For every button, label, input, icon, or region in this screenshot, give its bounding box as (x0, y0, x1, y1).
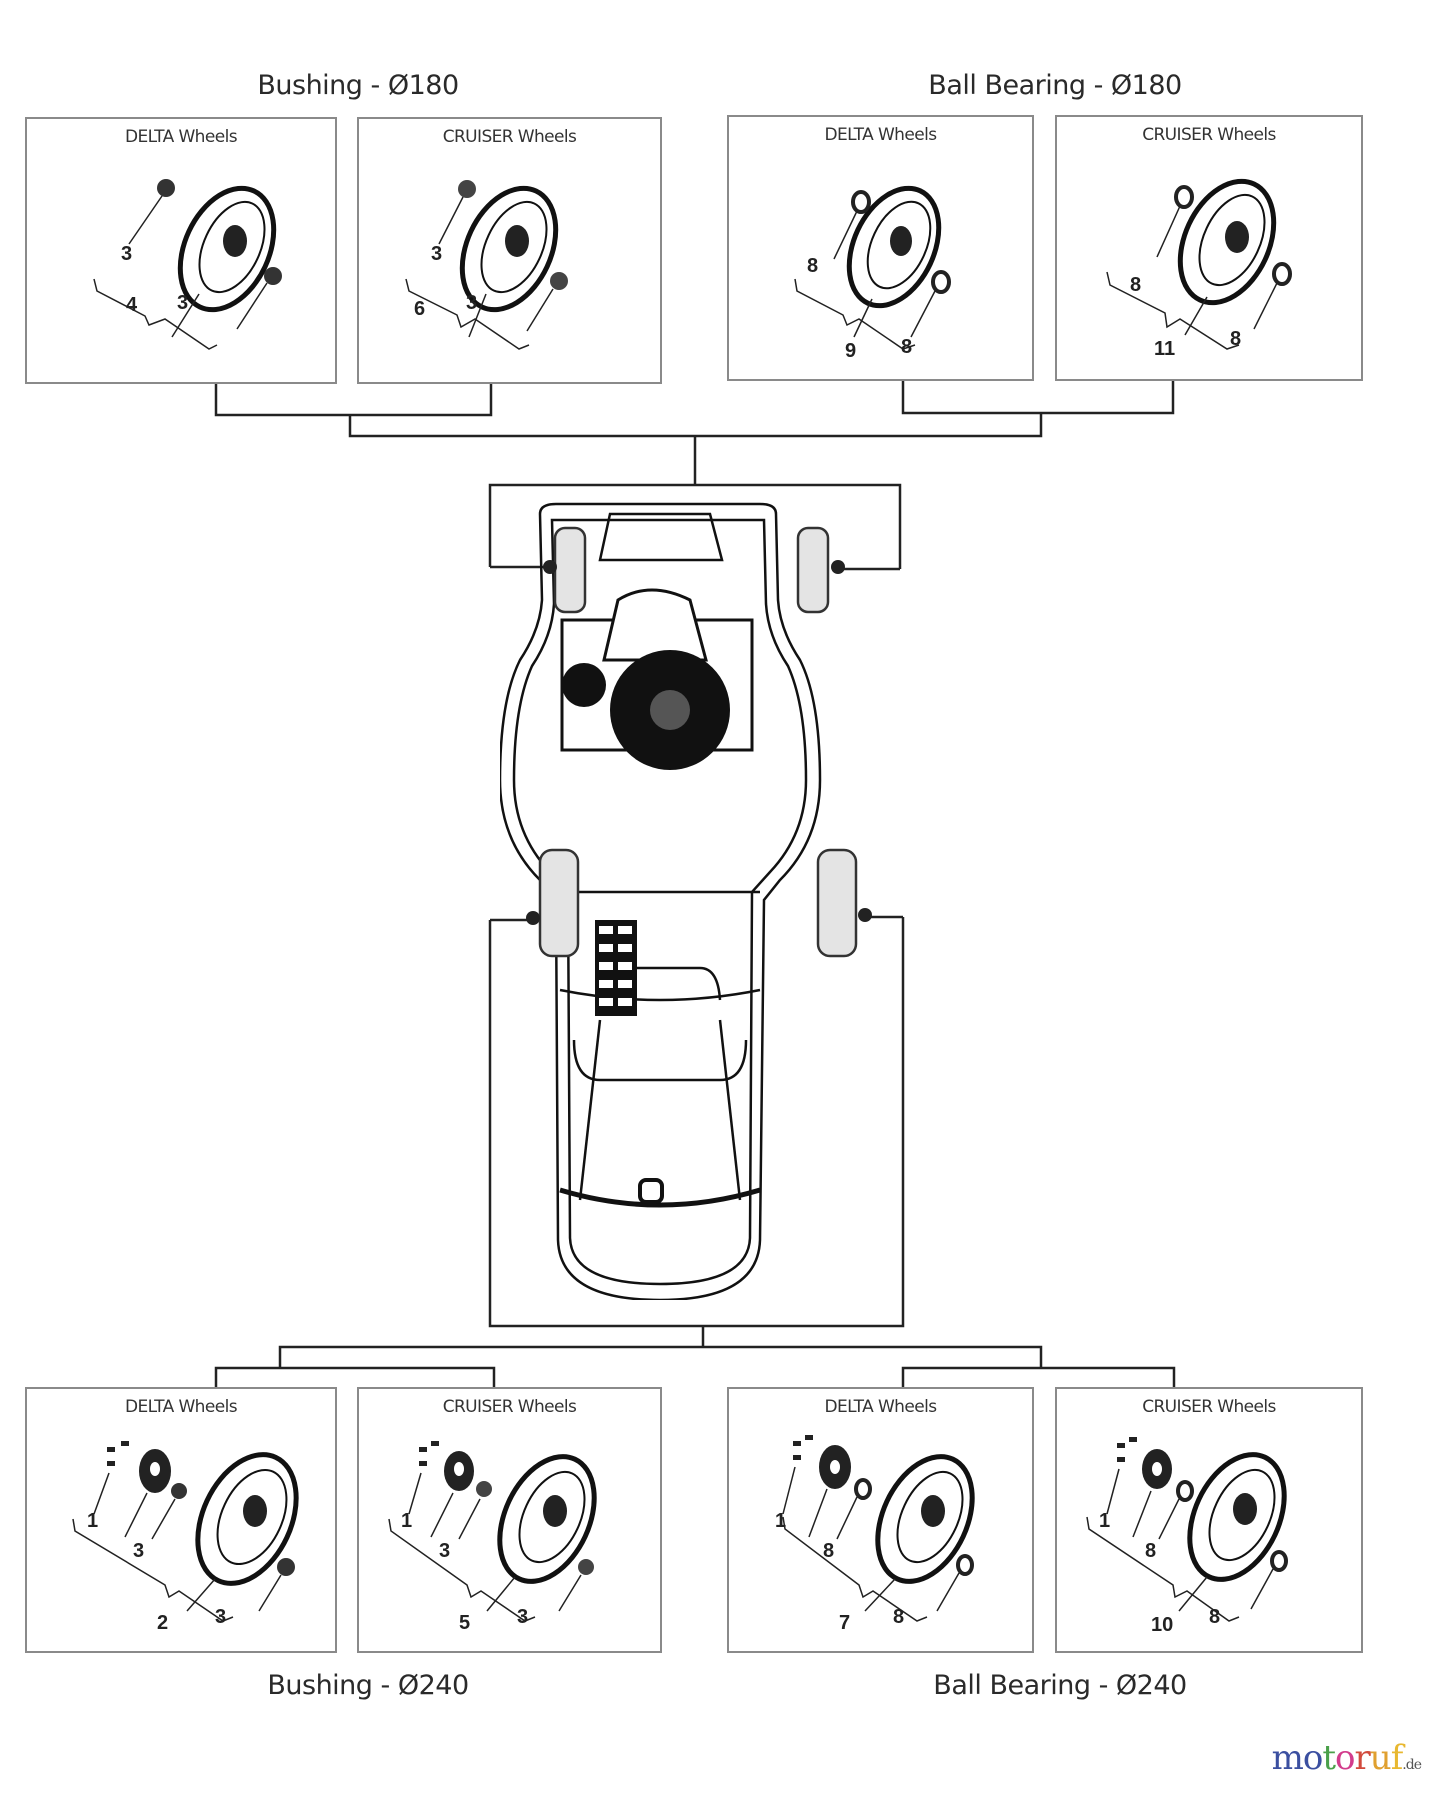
rear-left-hub-dot (526, 911, 540, 925)
callout-label: 7 (839, 1612, 850, 1634)
front-left-hub-dot (543, 560, 557, 574)
panel-bushing-180-cruiser: CRUISER Wheels 3 6 3 (357, 117, 662, 384)
logo-letter: o (1335, 1738, 1356, 1778)
panel-ball-bearing-180-cruiser: CRUISER Wheels 8 11 8 (1055, 115, 1363, 381)
panel-title: DELTA Wheels (125, 1397, 238, 1417)
callout-label: 6 (414, 298, 425, 320)
callout-label: 11 (1154, 338, 1175, 360)
logo-letter: r (1354, 1738, 1371, 1778)
logo-letter: o (1302, 1738, 1324, 1778)
mower-top-view (500, 502, 822, 1300)
wheel-exploded-view: 1 3 2 3 (72, 1441, 299, 1634)
callout-label: 9 (845, 340, 856, 362)
callout-label: 8 (893, 1606, 904, 1628)
panel-bushing-240-cruiser: CRUISER Wheels 1 3 5 3 (357, 1387, 662, 1653)
callout-label: 1 (1099, 1510, 1110, 1532)
panel-title: CRUISER Wheels (1142, 1397, 1276, 1417)
callout-label: 1 (87, 1510, 98, 1532)
callout-label: 1 (401, 1510, 412, 1532)
panel-bushing-180-delta: DELTA Wheels 3 4 3 (25, 117, 337, 384)
callout-label: 1 (775, 1510, 786, 1532)
callout-label: 8 (1230, 328, 1241, 350)
wheel-exploded-view: 3 6 3 (405, 180, 568, 350)
panel-title: DELTA Wheels (824, 125, 938, 145)
panel-title: CRUISER Wheels (442, 1397, 577, 1417)
logo-letter: f (1390, 1738, 1404, 1778)
rear-left-wheel (538, 848, 580, 958)
callout-label: 8 (1209, 1606, 1220, 1628)
callout-label: 8 (823, 1540, 834, 1562)
logo-tld: .de (1402, 1757, 1422, 1773)
front-right-wheel (796, 526, 830, 614)
group-title-ball-bearing-180: Ball Bearing - Ø180 (928, 70, 1182, 101)
panel-title: DELTA Wheels (125, 127, 238, 147)
wheel-exploded-view: 1 3 5 3 (388, 1441, 597, 1634)
group-title-ball-bearing-240: Ball Bearing - Ø240 (933, 1670, 1187, 1701)
panel-ball-bearing-240-cruiser: CRUISER Wheels 1 8 10 8 (1055, 1387, 1363, 1653)
wheel-exploded-view: 1 8 10 8 (1086, 1437, 1288, 1636)
panel-title: CRUISER Wheels (442, 127, 577, 147)
callout-label: 2 (157, 1612, 168, 1634)
callout-label: 3 (133, 1540, 144, 1562)
wheel-exploded-view: 3 4 3 (93, 179, 282, 350)
panel-ball-bearing-240-delta: DELTA Wheels 1 8 7 8 (727, 1387, 1034, 1653)
callout-label: 3 (215, 1606, 226, 1628)
front-left-wheel (553, 526, 587, 614)
callout-label: 5 (459, 1612, 470, 1634)
panel-bushing-240-delta: DELTA Wheels 1 3 2 3 (25, 1387, 337, 1653)
logo-letter: m (1271, 1738, 1304, 1778)
callout-label: 3 (121, 243, 132, 265)
rear-right-wheel (816, 848, 858, 958)
group-title-bushing-240: Bushing - Ø240 (267, 1670, 469, 1701)
wheel-exploded-view: 1 8 7 8 (775, 1435, 975, 1634)
callout-label: 3 (177, 292, 188, 314)
callout-label: 4 (126, 294, 138, 316)
callout-label: 10 (1151, 1614, 1173, 1636)
wheel-exploded-view: 8 11 8 (1106, 178, 1292, 360)
callout-label: 8 (807, 255, 818, 277)
motoruf-logo: motoruf.de (1271, 1738, 1422, 1778)
callout-label: 8 (901, 336, 912, 358)
callout-label: 3 (517, 1606, 528, 1628)
logo-letter: t (1322, 1738, 1336, 1778)
panel-ball-bearing-180-delta: DELTA Wheels 8 9 8 (727, 115, 1034, 381)
callout-label: 8 (1130, 274, 1141, 296)
callout-label: 3 (439, 1540, 450, 1562)
panel-title: DELTA Wheels (824, 1397, 938, 1417)
logo-letter: u (1369, 1738, 1392, 1778)
rear-right-hub-dot (858, 908, 872, 922)
front-right-hub-dot (831, 560, 845, 574)
callout-label: 3 (466, 292, 477, 314)
panel-title: CRUISER Wheels (1142, 125, 1276, 145)
callout-label: 8 (1145, 1540, 1156, 1562)
wheel-exploded-view: 8 9 8 (794, 185, 951, 362)
group-title-bushing-180: Bushing - Ø180 (257, 70, 459, 101)
callout-label: 3 (431, 243, 442, 265)
